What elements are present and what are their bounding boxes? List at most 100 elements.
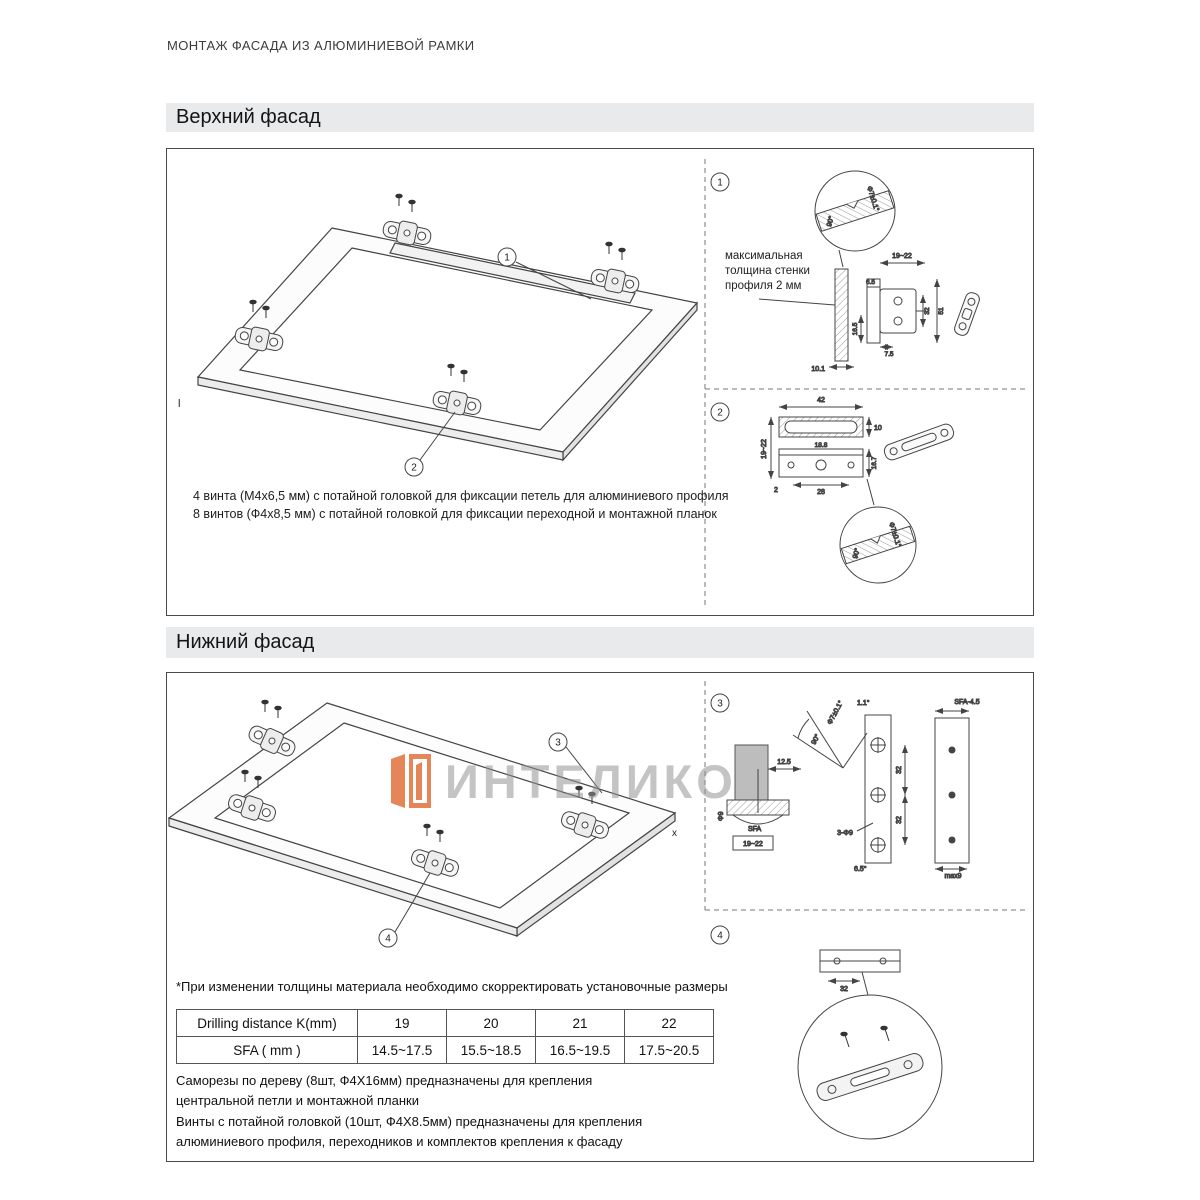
lower-isometric-frame (167, 702, 677, 938)
detail-3-drawing: 90° Φ7±0.1° 1.1° 32 32 SFA-4.5 (718, 699, 981, 881)
callout-2: 2 (404, 411, 456, 477)
dim-angle-90: 90° (825, 215, 836, 227)
dim3-6-5: 6.5° (854, 865, 867, 873)
callout-3-number: 3 (555, 738, 561, 749)
dim3-32b: 32 (896, 816, 903, 824)
detail-4-drawing: 32 (797, 949, 943, 1140)
lower-drawing: 3 4 x 3 4 90° Φ7±0.1° (167, 681, 1025, 1140)
section-bar-upper: Верхний фасад (166, 103, 1034, 132)
dim-51: 51 (938, 307, 945, 315)
callout-3: 3 (548, 732, 603, 794)
hinge-upper-left (248, 725, 296, 757)
dim3-sfa: SFA (748, 826, 762, 833)
svg-text:2: 2 (717, 408, 723, 419)
dim-16-5: 16.5 (852, 322, 859, 335)
page-title: МОНТАЖ ФАСАДА ИЗ АЛЮМИНИЕВОЙ РАМКИ (167, 38, 475, 53)
dim3-3phi9: 3-Φ9 (837, 830, 853, 837)
table-cell: 15.5~18.5 (446, 1036, 536, 1064)
hinge-top-left (382, 220, 432, 246)
upper-drawing: 1 2 l 1 2 (178, 159, 1025, 605)
dim4-32: 32 (840, 986, 848, 993)
table-row: Drilling distance K(mm) 19 20 21 22 (176, 1009, 714, 1037)
detail-2-drawing: 42 10 19~22 18.8 16.7 28 2 (761, 397, 955, 584)
screws-upper-left (261, 699, 282, 718)
screws-bottom-center (423, 823, 444, 842)
side-part (954, 292, 980, 336)
dim-19-22b: 19~22 (761, 439, 768, 459)
screws-left (249, 299, 270, 318)
section-title-lower: Нижний фасад (176, 631, 315, 653)
table-cell: 14.5~17.5 (357, 1036, 447, 1064)
dim-16-7: 16.7 (871, 456, 878, 469)
dim-angle-90b: 90° (851, 547, 862, 559)
dim-19-22: 19~22 (892, 253, 912, 260)
panel-label-2: 2 (710, 402, 730, 422)
panel-label-4: 4 (710, 925, 730, 945)
panel-label-1: 1 (710, 172, 730, 192)
dim3-angle: 90° (810, 733, 822, 746)
hinge-left (234, 326, 284, 352)
panel-label-3: 3 (710, 693, 730, 713)
table-cell: 22 (624, 1009, 714, 1037)
adjust-note: *При изменении толщины материала необход… (176, 979, 728, 994)
upper-caption: 4 винта (М4х6,5 мм) с потайной головкой … (193, 487, 729, 523)
dim-32: 32 (924, 307, 931, 315)
table-row: SFA ( mm ) 14.5~17.5 15.5~18.5 16.5~19.5… (176, 1036, 714, 1064)
adapter-bar (389, 242, 636, 304)
table-header-cell: SFA ( mm ) (176, 1036, 358, 1064)
dim3-hole: Φ7±0.1° (826, 699, 845, 726)
dim3-1-1: 1.1° (857, 699, 870, 707)
panel-separator-lines (704, 159, 1025, 605)
dim-10-1: 10.1 (811, 366, 825, 373)
screws-left-lower (241, 769, 262, 788)
section-bar-lower: Нижний фасад (166, 627, 1034, 658)
table-cell: 16.5~19.5 (535, 1036, 625, 1064)
mounting-plate (883, 423, 955, 461)
dim3-range: 19~22 (743, 841, 763, 848)
hinge-right (561, 811, 609, 839)
callout-1: 1 (497, 247, 592, 300)
screws-right (575, 785, 596, 804)
callout-4-number: 4 (385, 934, 391, 945)
hinge-left-lower (228, 794, 276, 822)
svg-text:4: 4 (717, 931, 723, 942)
profile-thickness-note: максимальная толщина стенки профиля 2 мм (725, 250, 810, 292)
caption-line-1: 4 винта (М4х6,5 мм) с потайной головкой … (193, 489, 729, 503)
svg-text:1: 1 (717, 178, 723, 189)
table-cell: 19 (357, 1009, 447, 1037)
dim3-32a: 32 (896, 766, 903, 774)
section-title-upper: Верхний фасад (176, 106, 321, 128)
dim-18-8: 18.8 (815, 442, 828, 449)
table-cell: 17.5~20.5 (624, 1036, 714, 1064)
screws-top-left (395, 193, 416, 212)
table-cell: 20 (446, 1009, 536, 1037)
bottom-note-2: Винты с потайной головкой (10шт, Ф4Х8.5м… (176, 1114, 643, 1149)
stray-mark: l (178, 398, 180, 410)
dim-7-5: 7.5 (884, 351, 893, 358)
zoom-screws (840, 1025, 890, 1048)
detail-1-drawing: 90° Φ7±0.1° 10.1 19~22 6.5 32 51 (758, 170, 980, 374)
callout-2-number: 2 (411, 463, 417, 474)
hinge-bottom-center (411, 849, 459, 877)
x-mark: x (672, 828, 677, 839)
hinge-top-right (590, 268, 640, 294)
plate-holes (870, 737, 886, 853)
dim-28: 28 (817, 489, 825, 496)
dim-42: 42 (817, 397, 825, 404)
upper-isometric-frame (196, 227, 699, 462)
hinge-bottom (432, 390, 482, 416)
dim-2: 2 (774, 487, 778, 494)
bottom-notes: Саморезы по дереву (8шт, Ф4Х16мм) предна… (176, 1071, 646, 1153)
dim-6-5: 6.5 (866, 279, 875, 286)
table-header-cell: Drilling distance K(mm) (176, 1009, 358, 1037)
caption-line-2: 8 винтов (Ф4х8,5 мм) с потайной головкой… (193, 507, 717, 522)
zoom-mounting-plate (816, 1053, 924, 1101)
drilling-distance-table: Drilling distance K(mm) 19 20 21 22 SFA … (176, 1009, 714, 1064)
dim3-max9: max9 (944, 873, 961, 880)
dim3-sfa45: SFA-4.5 (954, 699, 979, 706)
callout-1-number: 1 (504, 253, 510, 264)
bottom-note-1: Саморезы по дереву (8шт, Ф4Х16мм) предна… (176, 1073, 593, 1108)
dim3-phi9: Φ9 (718, 811, 725, 821)
svg-text:3: 3 (717, 699, 723, 710)
